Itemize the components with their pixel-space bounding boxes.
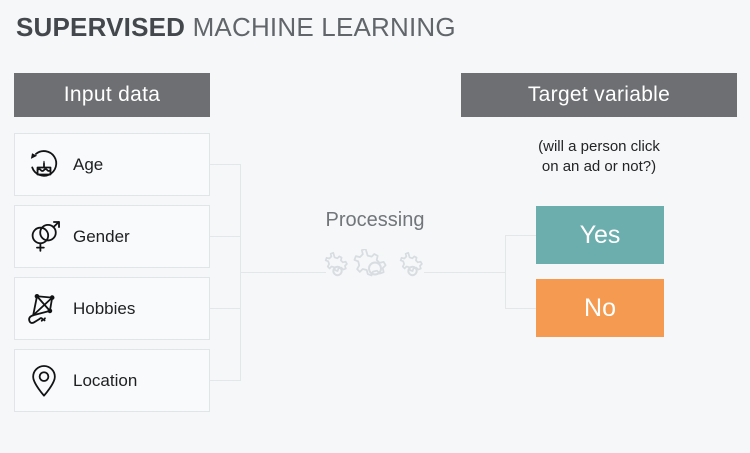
map-pin-location-icon — [15, 362, 73, 400]
birthday-cake-age-icon — [15, 146, 73, 184]
feature-label-age: Age — [73, 154, 104, 174]
feature-label-gender: Gender — [73, 226, 130, 246]
feature-label-location: Location — [73, 370, 138, 390]
outcome-label-yes: Yes — [579, 220, 621, 249]
kite-hobbies-icon — [15, 290, 73, 328]
feature-label-hobbies: Hobbies — [73, 298, 136, 318]
feature-row-location: Location — [14, 349, 210, 412]
feature-row-age: Age — [14, 133, 210, 196]
outcome-box-yes: Yes — [536, 206, 664, 264]
connector-location-line — [210, 380, 241, 381]
page-title: SUPERVISED MACHINE LEARNING — [16, 12, 456, 43]
page-title-bold: SUPERVISED — [16, 12, 186, 42]
feature-row-hobbies: Hobbies — [14, 277, 210, 340]
connector-yes-line — [505, 235, 537, 236]
outcome-label-no: No — [584, 293, 616, 322]
gears-icon — [322, 247, 428, 287]
target-variable-header: Target variable — [461, 73, 737, 117]
target-variable-header-label: Target variable — [527, 83, 671, 106]
target-variable-subtitle-line-2: on an ad or not?) — [541, 158, 657, 175]
connector-input-to-processing — [240, 272, 326, 273]
target-variable-subtitle-line-1: (will a person click — [538, 138, 660, 155]
input-data-header-label: Input data — [63, 83, 161, 106]
input-data-header: Input data — [14, 73, 210, 117]
outcome-box-no: No — [536, 279, 664, 337]
connector-no-line — [505, 308, 537, 309]
connector-hobbies-line — [210, 308, 241, 309]
feature-row-gender: Gender — [14, 205, 210, 268]
connector-gender-line — [210, 236, 241, 237]
connector-age-line — [210, 164, 241, 165]
target-variable-subtitle: (will a person click on an ad or not?) — [461, 137, 737, 177]
processing-label: Processing — [325, 209, 425, 231]
connector-processing-to-output — [424, 272, 505, 273]
page-title-rest: MACHINE LEARNING — [185, 12, 456, 42]
gender-symbols-icon — [15, 218, 73, 256]
connector-output-spine — [505, 235, 506, 308]
